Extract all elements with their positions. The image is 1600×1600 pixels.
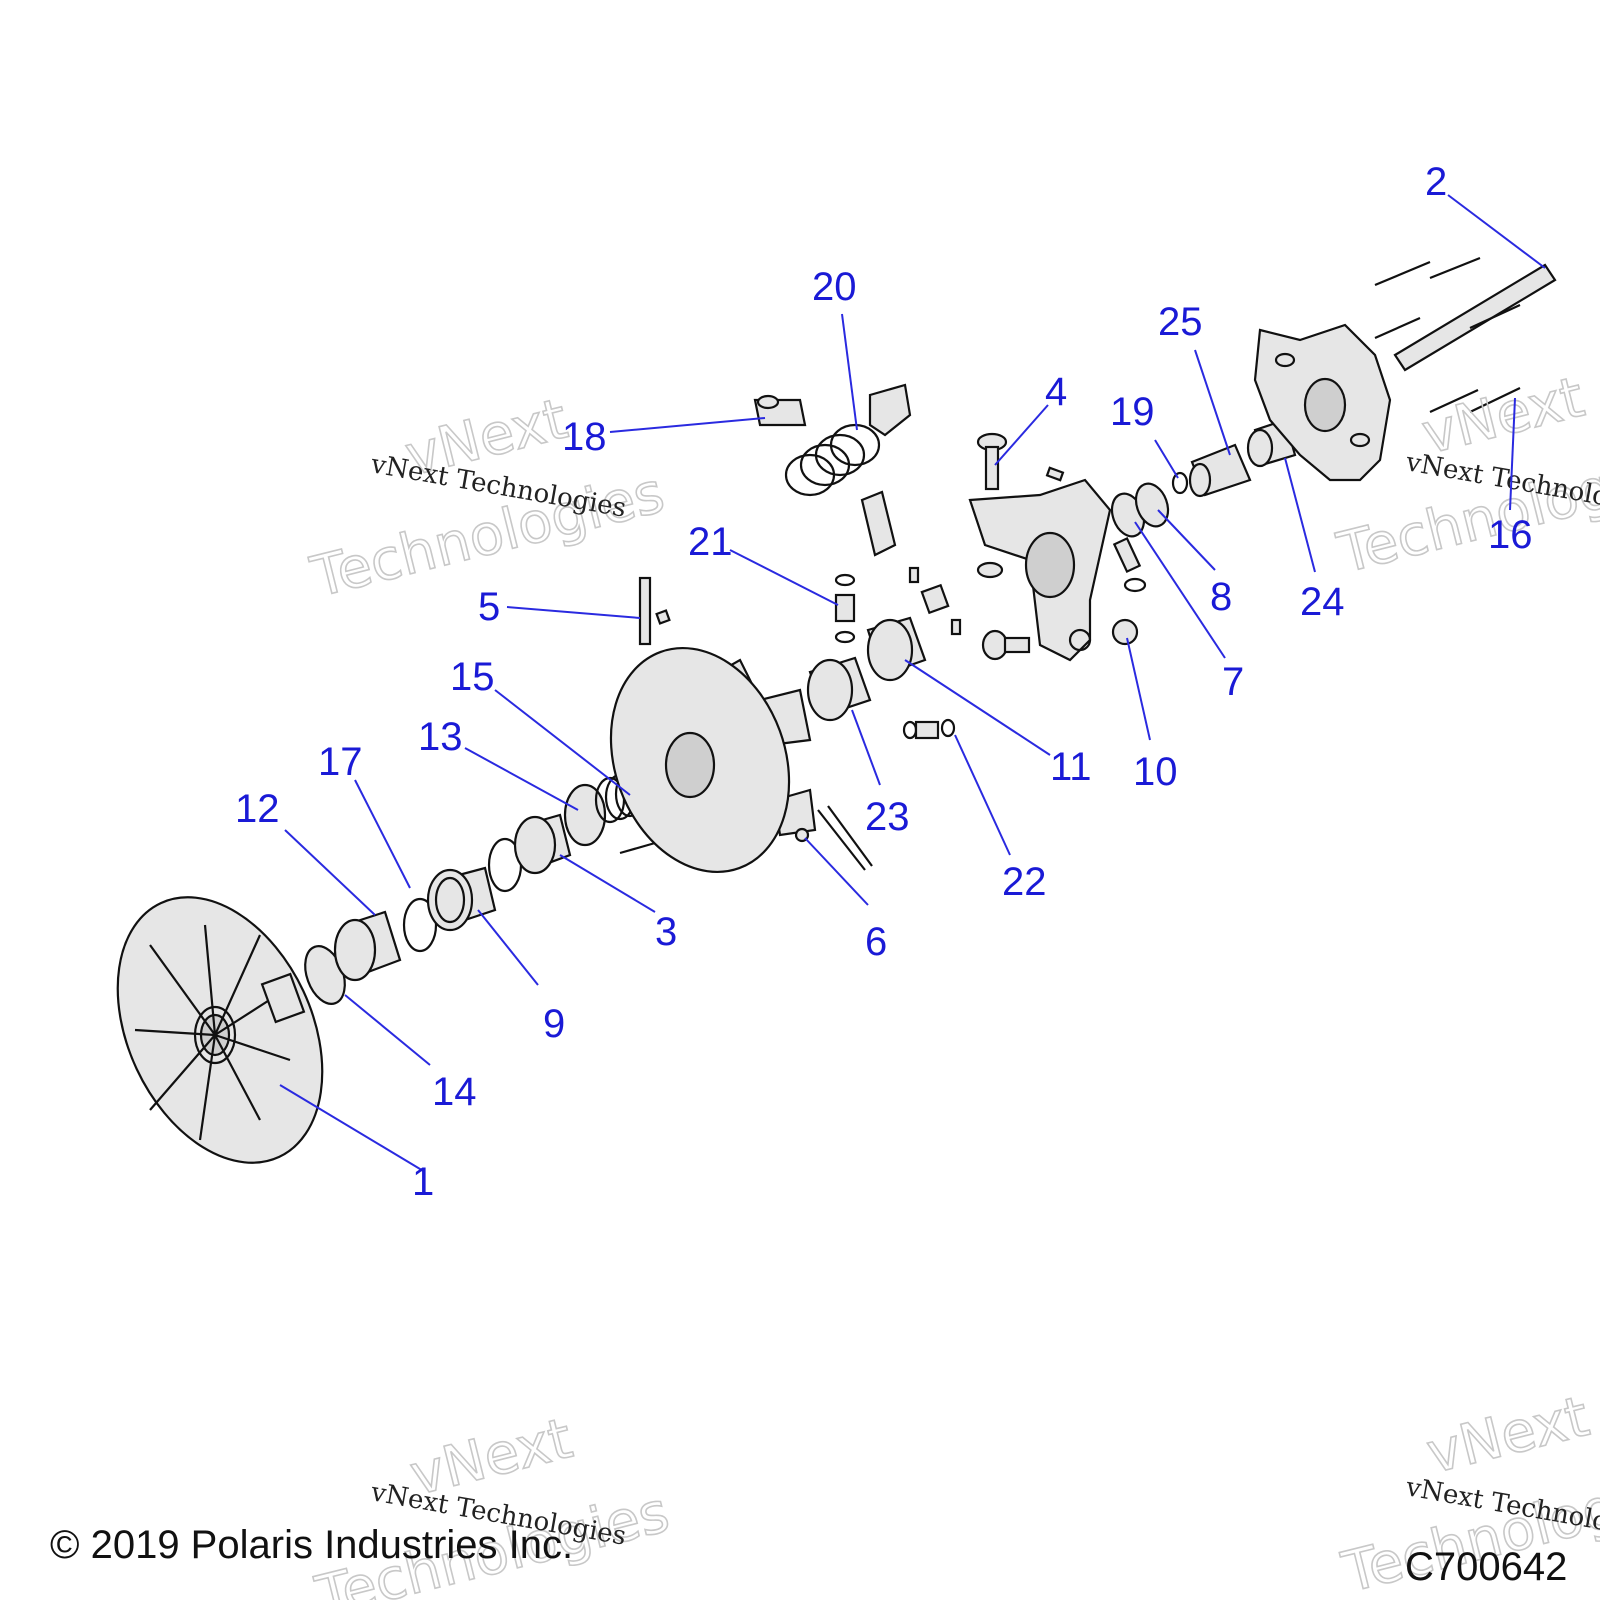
part-3-bushing bbox=[513, 813, 572, 875]
leader-3 bbox=[559, 854, 656, 913]
leader-lines bbox=[279, 194, 1546, 1173]
part-4-pin bbox=[976, 432, 1008, 491]
leader-12 bbox=[284, 829, 376, 916]
callout-19: 19 bbox=[1110, 390, 1155, 434]
part-21-roller bbox=[834, 573, 856, 644]
part-flyweight-top bbox=[868, 383, 912, 437]
callout-8: 8 bbox=[1210, 575, 1232, 619]
callout-13: 13 bbox=[418, 715, 463, 759]
leader-7 bbox=[1134, 521, 1226, 659]
callout-12: 12 bbox=[235, 787, 280, 831]
part-18-weight bbox=[753, 394, 807, 427]
leader-16 bbox=[1509, 397, 1516, 511]
callout-22: 22 bbox=[1002, 860, 1047, 904]
svg-text:vNext: vNext bbox=[1416, 365, 1590, 468]
callout-23: 23 bbox=[865, 795, 910, 839]
part-17-snap-ring bbox=[402, 897, 438, 953]
leader-24 bbox=[1284, 457, 1316, 573]
callout-2: 2 bbox=[1425, 160, 1447, 204]
leader-8 bbox=[1157, 509, 1216, 571]
callout-17: 17 bbox=[318, 740, 363, 784]
callout-16: 16 bbox=[1488, 513, 1533, 557]
callout-21: 21 bbox=[688, 520, 733, 564]
part-22-shaft bbox=[902, 718, 956, 740]
part-8-washer bbox=[1134, 482, 1170, 528]
part-9-bushing bbox=[426, 866, 497, 932]
leader-18 bbox=[609, 417, 766, 433]
part-23-bushing bbox=[806, 656, 872, 722]
callout-3: 3 bbox=[655, 910, 677, 954]
leader-17 bbox=[354, 779, 411, 889]
callout-10: 10 bbox=[1133, 750, 1178, 794]
callout-25: 25 bbox=[1158, 300, 1203, 344]
callout-9: 9 bbox=[543, 1002, 565, 1046]
leader-5 bbox=[506, 606, 641, 619]
callout-1: 1 bbox=[412, 1160, 434, 1204]
leader-2 bbox=[1447, 194, 1546, 269]
part-1-fan-sheave bbox=[116, 896, 324, 1164]
callout-15: 15 bbox=[450, 655, 495, 699]
parts-drawing bbox=[116, 256, 1557, 1164]
part-moveable-sheave bbox=[609, 646, 817, 874]
part-small-rollers bbox=[908, 566, 962, 636]
part-flyweight-mid bbox=[860, 490, 897, 557]
leader-20 bbox=[841, 313, 858, 431]
part-12-spacer bbox=[333, 910, 402, 982]
callout-24: 24 bbox=[1300, 580, 1345, 624]
leader-22 bbox=[954, 734, 1011, 856]
leader-4 bbox=[994, 404, 1049, 466]
leader-21 bbox=[729, 549, 839, 606]
watermark-bottom-left: vNext Technologies bbox=[309, 1405, 676, 1600]
callout-4: 4 bbox=[1045, 370, 1067, 414]
callout-14: 14 bbox=[432, 1070, 477, 1114]
part-20-spring bbox=[784, 423, 881, 497]
callout-numbers: 1 2 3 4 5 6 7 8 9 10 11 12 13 14 15 16 1… bbox=[235, 160, 1533, 1204]
leader-19 bbox=[1154, 439, 1179, 479]
part-2-bolt bbox=[1393, 263, 1557, 372]
part-bolts bbox=[1374, 256, 1521, 413]
leader-15 bbox=[494, 689, 631, 796]
callout-7: 7 bbox=[1222, 660, 1244, 704]
leader-6 bbox=[804, 837, 869, 906]
part-5-pin bbox=[638, 576, 671, 646]
leader-13 bbox=[464, 747, 579, 811]
leader-23 bbox=[851, 709, 881, 786]
part-cover-plate bbox=[1253, 323, 1392, 482]
callout-20: 20 bbox=[812, 265, 857, 309]
part-6-pin bbox=[794, 805, 873, 871]
callout-6: 6 bbox=[865, 920, 887, 964]
part-10-buttons bbox=[981, 536, 1147, 661]
part-spider-housing bbox=[968, 466, 1112, 662]
callout-5: 5 bbox=[478, 585, 500, 629]
callout-11: 11 bbox=[1050, 745, 1092, 789]
leader-1 bbox=[279, 1084, 426, 1173]
copyright-text: © 2019 Polaris Industries Inc. bbox=[50, 1523, 573, 1567]
diagram-code: C700642 bbox=[1405, 1545, 1567, 1589]
leader-14 bbox=[344, 994, 431, 1066]
part-25-tube bbox=[1188, 443, 1252, 498]
leader-11 bbox=[904, 659, 1051, 756]
part-19-ring bbox=[1171, 471, 1189, 495]
part-11-bushing bbox=[866, 616, 927, 682]
leader-25 bbox=[1194, 349, 1231, 456]
leader-10 bbox=[1126, 637, 1151, 741]
svg-text:vNext: vNext bbox=[1421, 1384, 1595, 1487]
leader-9 bbox=[477, 909, 539, 986]
callout-18: 18 bbox=[562, 415, 607, 459]
watermarks: vNext Technologies vNext Technologies vN… bbox=[304, 364, 1600, 1600]
